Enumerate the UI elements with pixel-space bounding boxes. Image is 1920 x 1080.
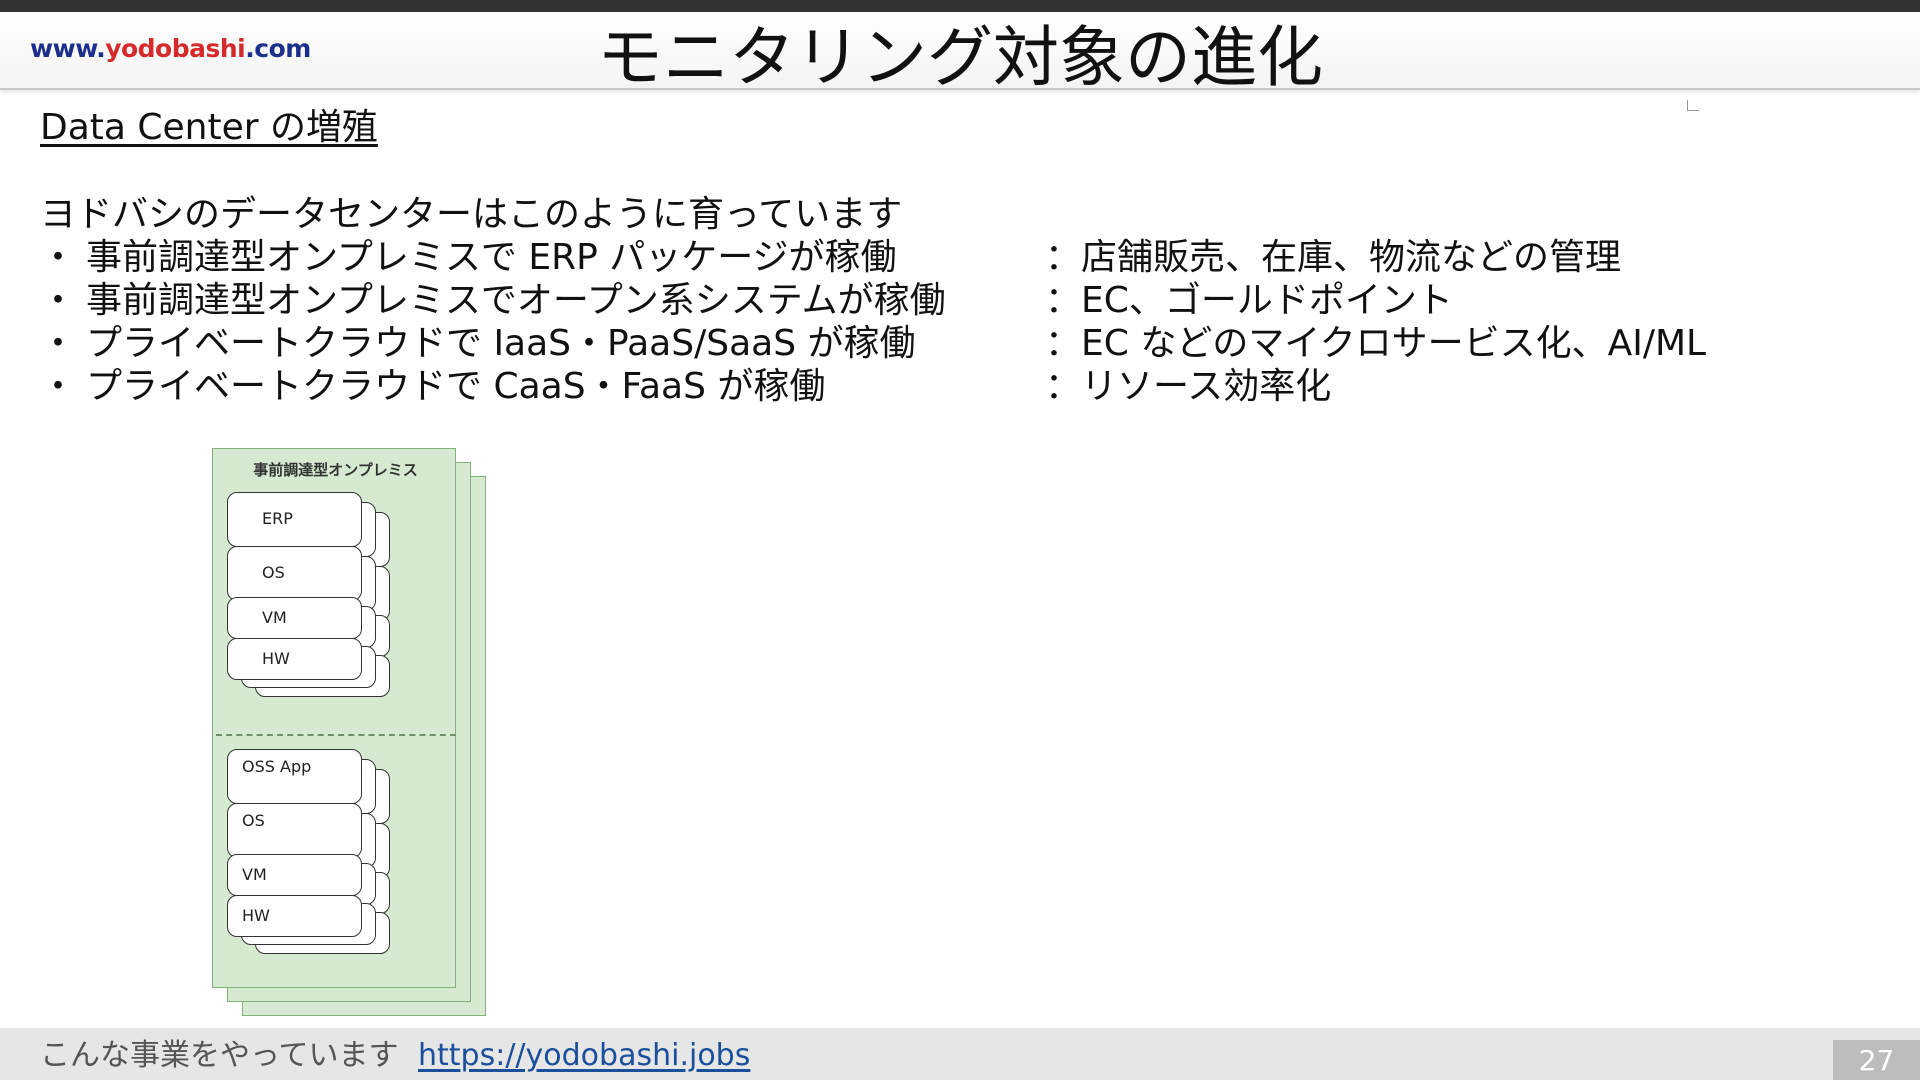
bullet-dot: ・ [40, 237, 77, 278]
bullet-dot: ・ [40, 366, 77, 407]
footer-text: こんな事業をやっています [40, 1038, 399, 1073]
onprem-diagram: 事前調達型オンプレミス ERP OS VM HW [212, 448, 492, 1028]
bullet-description: ：リソース効率化 [1045, 366, 1332, 407]
top-bar [0, 0, 1920, 12]
footer-jobs-link[interactable]: https://yodobashi.jobs [418, 1038, 751, 1073]
logo-prefix: www. [30, 34, 106, 63]
bullet-text: 事前調達型オンプレミスでオープン系システムが稼働 [86, 280, 946, 321]
page-title: モニタリング対象の進化 [597, 19, 1323, 96]
stack-layer-os: OS [227, 546, 362, 601]
panel-title: 事前調達型オンプレミス [253, 461, 418, 479]
layer-label: OSS App [242, 757, 312, 776]
stack-layer-erp: ERP [227, 492, 362, 547]
layer-label: HW [262, 649, 290, 668]
footer: こんな事業をやっています https://yodobashi.jobs [0, 1028, 1920, 1080]
header: www.yodobashi.com モニタリング対象の進化 [0, 12, 1920, 96]
dashed-divider [216, 734, 456, 736]
stack-layer-os: OS [227, 803, 362, 858]
bullet-text: プライベートクラウドで IaaS・PaaS/SaaS が稼働 [86, 323, 916, 364]
stack-layer-oss-app: OSS App [227, 749, 362, 804]
bullet-dot: ・ [40, 280, 77, 321]
layer-label: ERP [262, 509, 293, 528]
stack-layer-hw: HW [227, 638, 362, 680]
page-number: 27 [1833, 1040, 1920, 1080]
bullet-text: 事前調達型オンプレミスで ERP パッケージが稼働 [86, 237, 897, 278]
section-heading: Data Center の増殖 [40, 107, 379, 148]
bullet-text: プライベートクラウドで CaaS・FaaS が稼働 [86, 366, 826, 407]
stack-layer-vm: VM [227, 597, 362, 639]
corner-mark [1687, 100, 1699, 111]
bullet-description: ：店舗販売、在庫、物流などの管理 [1045, 237, 1622, 278]
stack-layer-vm: VM [227, 854, 362, 896]
bullet-description: ：EC、ゴールドポイント [1045, 280, 1453, 321]
layer-label: OS [242, 811, 265, 830]
logo-brand: yodobashi [105, 34, 246, 63]
panel-front: 事前調達型オンプレミス ERP OS VM HW [212, 448, 456, 988]
stack-layer-hw: HW [227, 895, 362, 937]
layer-label: VM [262, 608, 287, 627]
yodobashi-logo: www.yodobashi.com [30, 34, 311, 63]
layer-label: OS [262, 563, 285, 582]
intro-text: ヨドバシのデータセンターはこのように育っています [40, 194, 903, 235]
bullet-description: ：EC などのマイクロサービス化、AI/ML [1045, 323, 1707, 364]
bullet-dot: ・ [40, 323, 77, 364]
layer-label: HW [242, 906, 270, 925]
logo-suffix: .com [245, 34, 311, 63]
layer-label: VM [242, 865, 267, 884]
